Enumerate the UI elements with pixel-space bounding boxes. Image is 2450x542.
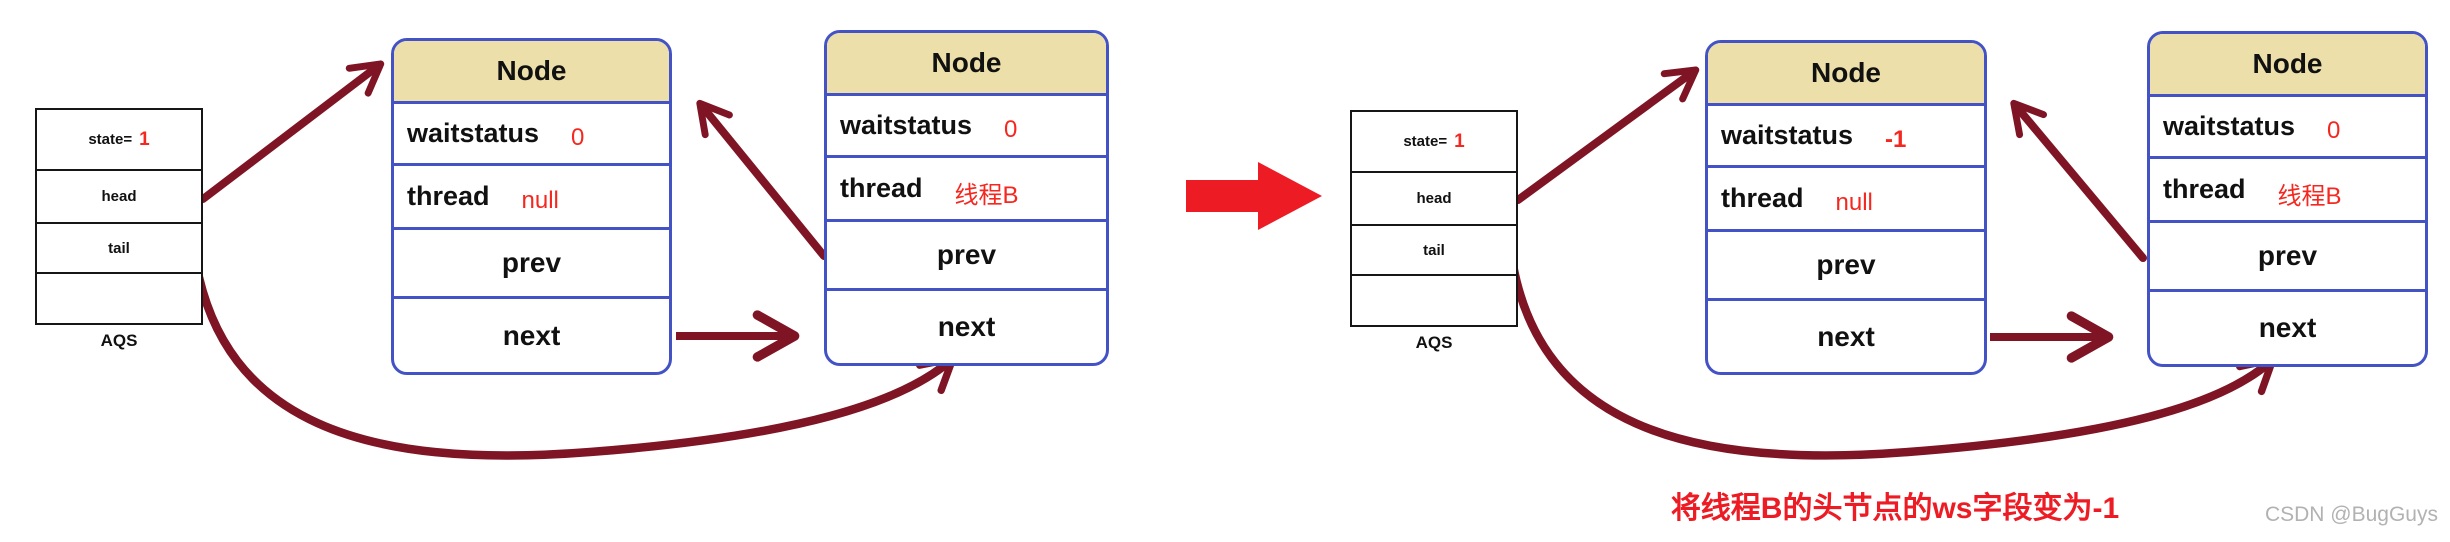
right-aqs-box: state= 1 head tail (1350, 110, 1518, 327)
node-title: Node (827, 33, 1106, 96)
prev-row: prev (1708, 232, 1984, 301)
thread-label: thread (407, 181, 490, 211)
waitstatus-row: waitstatus 0 (394, 104, 669, 166)
right-tail-pointer-arrow (1508, 260, 2277, 460)
left-tail-node-box: Node waitstatus 0 thread 线程B prev next (824, 30, 1109, 366)
left-prev-pointer-arrow (696, 99, 828, 260)
left-aqs-empty-row (37, 274, 201, 323)
thread-row: thread null (394, 166, 669, 230)
left-head-pointer-arrow (199, 60, 385, 203)
tail-label: tail (1423, 241, 1445, 259)
transition-arrow (1186, 162, 1322, 230)
right-aqs-head-row: head (1352, 173, 1516, 226)
waitstatus-value: 0 (1004, 115, 1018, 143)
waitstatus-label: waitstatus (1721, 120, 1854, 150)
node-title: Node (2150, 34, 2425, 97)
thread-row: thread 线程B (2150, 159, 2425, 223)
head-label: head (1416, 190, 1452, 207)
prev-row: prev (394, 230, 669, 299)
thread-value: null (521, 186, 559, 214)
waitstatus-row: waitstatus 0 (827, 96, 1106, 158)
state-value: 1 (1454, 130, 1465, 152)
right-head-node-box: Node waitstatus -1 thread null prev next (1705, 40, 1987, 375)
head-label: head (101, 188, 137, 205)
next-row: next (1817, 320, 1875, 352)
node-title: Node (394, 41, 669, 104)
left-aqs-tail-row: tail (37, 224, 201, 274)
thread-row: thread 线程B (827, 158, 1106, 222)
tail-label: tail (108, 239, 130, 257)
thread-value: 线程B (2277, 183, 2342, 210)
right-aqs-tail-row: tail (1352, 226, 1516, 276)
waitstatus-row: waitstatus 0 (2150, 97, 2425, 159)
csdn-watermark: CSDN @BugGuys (2264, 503, 2438, 526)
waitstatus-row: waitstatus -1 (1708, 106, 1984, 168)
waitstatus-label: waitstatus (407, 118, 540, 148)
waitstatus-value: -1 (1885, 125, 1907, 153)
right-aqs-state-row: state= 1 (1352, 112, 1516, 173)
next-row: next (502, 319, 561, 351)
left-aqs-head-row: head (37, 171, 201, 224)
next-row: next (937, 311, 996, 342)
right-aqs-caption: AQS (1415, 333, 1453, 352)
thread-label: thread (840, 173, 923, 203)
prev-row: prev (2150, 223, 2425, 292)
left-head-node-box: Node waitstatus 0 thread null prev next (391, 38, 672, 375)
next-row: next (2258, 312, 2317, 343)
thread-label: thread (1721, 183, 1804, 213)
waitstatus-label: waitstatus (840, 110, 973, 140)
right-tail-node-box: Node waitstatus 0 thread 线程B prev next (2147, 31, 2428, 367)
waitstatus-value: 0 (2327, 116, 2341, 144)
right-aqs-empty-row (1352, 276, 1516, 325)
left-aqs-box: state= 1 head tail (35, 108, 203, 325)
left-aqs-state-row: state= 1 (37, 110, 201, 171)
left-tail-pointer-arrow (191, 258, 957, 460)
thread-value: 线程B (954, 182, 1019, 209)
state-label: state= (88, 131, 133, 148)
left-aqs-caption: AQS (100, 331, 138, 350)
thread-label: thread (2163, 174, 2246, 204)
state-label: state= (1403, 133, 1448, 150)
prev-row: prev (827, 222, 1106, 291)
thread-value: null (1835, 188, 1873, 216)
thread-row: thread null (1708, 168, 1984, 232)
waitstatus-value: 0 (571, 123, 585, 151)
right-prev-pointer-arrow (2010, 99, 2147, 262)
step-caption: 将线程B的头节点的ws字段变为-1 (1670, 492, 2120, 525)
right-head-pointer-arrow (1514, 66, 1700, 204)
node-title: Node (1708, 43, 1984, 106)
waitstatus-label: waitstatus (2163, 111, 2296, 141)
state-value: 1 (139, 128, 150, 150)
